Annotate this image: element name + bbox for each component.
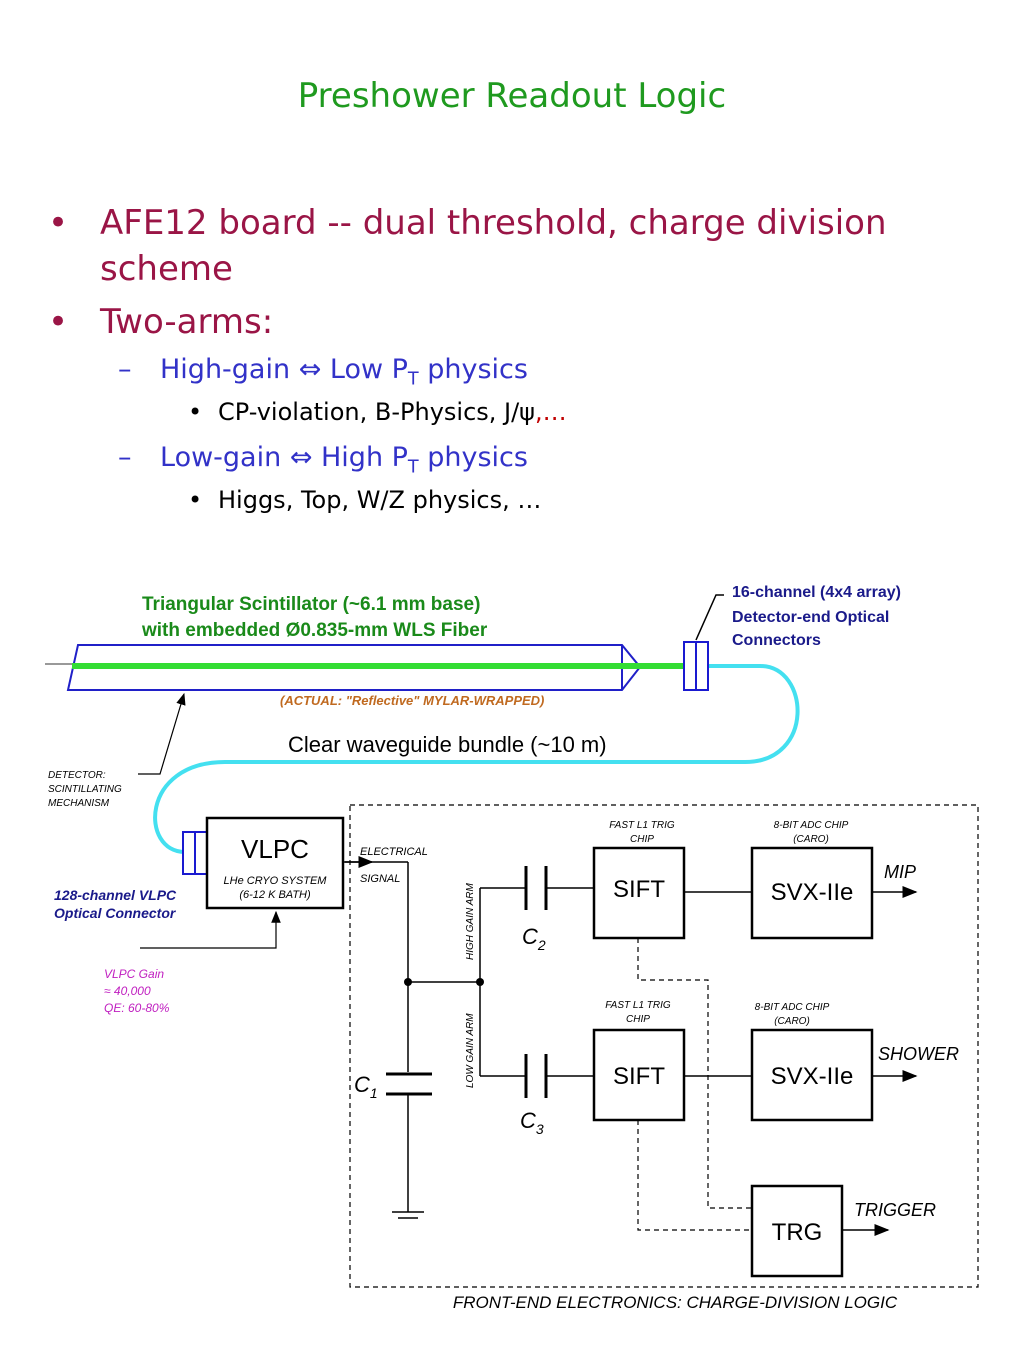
- svx-label-high: SVX-IIe: [771, 879, 854, 906]
- electrical-label-1: ELECTRICAL: [360, 846, 428, 858]
- cryo-label-1: LHe CRYO SYSTEM: [224, 875, 328, 887]
- gain-leader: [140, 910, 281, 949]
- c2-label: C2: [522, 924, 546, 953]
- bullet-two-arms: • Two-arms:: [48, 302, 273, 342]
- fast-trig-label-high-1: FAST L1 TRIG: [609, 820, 675, 831]
- scintillator-label-1: Triangular Scintillator (~6.1 mm base): [142, 594, 480, 615]
- subsub-marker: •: [188, 486, 203, 514]
- mip-label: MIP: [884, 862, 916, 882]
- subbullet-marker: –: [118, 442, 132, 473]
- c3-label: C3: [520, 1108, 544, 1137]
- subsub-cp-violation-text: CP-violation, B-Physics, J/ψ,…: [218, 398, 567, 426]
- shower-label: SHOWER: [878, 1044, 959, 1064]
- vlpc-box: [205, 816, 345, 910]
- detector-leader: [138, 692, 186, 775]
- trigger-path-low: [637, 1120, 752, 1231]
- adc-label-high-2: (CARO): [793, 834, 829, 845]
- subbullet-high-gain: – High-gain ⇔ Low PT physics: [118, 354, 528, 389]
- bullet-marker: •: [48, 302, 69, 342]
- scintillator-label-2: with embedded Ø0.835-mm WLS Fiber: [141, 620, 488, 641]
- high-gain-arm-label: HIGH GAIN ARM: [465, 882, 476, 960]
- adc-label-low-2: (CARO): [774, 1016, 810, 1027]
- clear-waveguide: [153, 664, 800, 854]
- subbullet-low-gain: – Low-gain ⇔ High PT physics: [118, 442, 528, 477]
- fast-trig-label-high-2: CHIP: [630, 834, 654, 845]
- gain-label-3: QE: 60-80%: [104, 1001, 170, 1015]
- connector-label-3: Connectors: [732, 632, 821, 649]
- sift-label-high: SIFT: [613, 876, 665, 903]
- front-end-boundary: [349, 804, 979, 1288]
- actual-label: (ACTUAL: "Reflective" MYLAR-WRAPPED): [280, 693, 544, 708]
- trigger-path-high: [637, 938, 752, 1209]
- bullet-afe12-text: AFE12 board -- dual threshold, charge di…: [100, 203, 887, 289]
- vlpc-connector-label-1: 128-channel VLPC: [54, 887, 177, 903]
- svx-label-low: SVX-IIe: [771, 1063, 854, 1090]
- connector-label-1: 16-channel (4x4 array): [732, 584, 901, 601]
- low-gain-arm-label: LOW GAIN ARM: [465, 1013, 476, 1088]
- sift-label-low: SIFT: [613, 1063, 665, 1090]
- vlpc-label: VLPC: [241, 834, 309, 864]
- bullet-two-arms-text: Two-arms:: [100, 302, 274, 342]
- svx-box-high: [750, 846, 874, 940]
- c1-label: C1: [354, 1072, 378, 1101]
- gain-label-2: ≈ 40,000: [104, 984, 151, 998]
- detector-label-3: MECHANISM: [48, 798, 110, 809]
- detector-label-2: SCINTILLATING: [48, 784, 122, 795]
- subbullet-low-gain-text: Low-gain ⇔ High PT physics: [160, 442, 528, 478]
- waveguide-label: Clear waveguide bundle (~10 m): [288, 732, 607, 757]
- fast-trig-label-low-1: FAST L1 TRIG: [605, 1000, 671, 1011]
- subbullet-marker: –: [118, 354, 132, 385]
- adc-label-low-1: 8-BIT ADC CHIP: [755, 1002, 830, 1013]
- front-end-label: FRONT-END ELECTRONICS: CHARGE-DIVISION L…: [453, 1293, 898, 1312]
- connector-label-2: Detector-end Optical: [732, 609, 889, 626]
- subsub-higgs-text: Higgs, Top, W/Z physics, …: [218, 486, 542, 514]
- bullet-afe12: • AFE12 board -- dual threshold, charge …: [48, 200, 978, 289]
- electrical-label-2: SIGNAL: [360, 873, 400, 885]
- gain-label-1: VLPC Gain: [104, 967, 164, 981]
- detector-label-1: DETECTOR:: [48, 770, 106, 781]
- cryo-label-2: (6-12 K BATH): [239, 889, 311, 901]
- subsub-higgs: • Higgs, Top, W/Z physics, …: [188, 486, 541, 514]
- trigger-label: TRIGGER: [854, 1200, 936, 1220]
- subsub-marker: •: [188, 398, 203, 426]
- page-title: Preshower Readout Logic: [297, 76, 727, 116]
- connector-leader: [695, 594, 724, 641]
- adc-label-high-1: 8-BIT ADC CHIP: [774, 820, 849, 831]
- bullet-marker: •: [48, 203, 69, 243]
- subsub-cp-violation: • CP-violation, B-Physics, J/ψ,…: [188, 398, 567, 426]
- sift-box-low: [592, 1028, 686, 1122]
- subbullet-high-gain-text: High-gain ⇔ Low PT physics: [160, 354, 528, 390]
- trg-box: [750, 1184, 844, 1278]
- trg-label: TRG: [772, 1219, 823, 1246]
- sift-box-high: [592, 846, 686, 940]
- svx-box-low: [750, 1028, 874, 1122]
- vlpc-connector-label-2: Optical Connector: [54, 905, 177, 921]
- fast-trig-label-low-2: CHIP: [626, 1014, 650, 1025]
